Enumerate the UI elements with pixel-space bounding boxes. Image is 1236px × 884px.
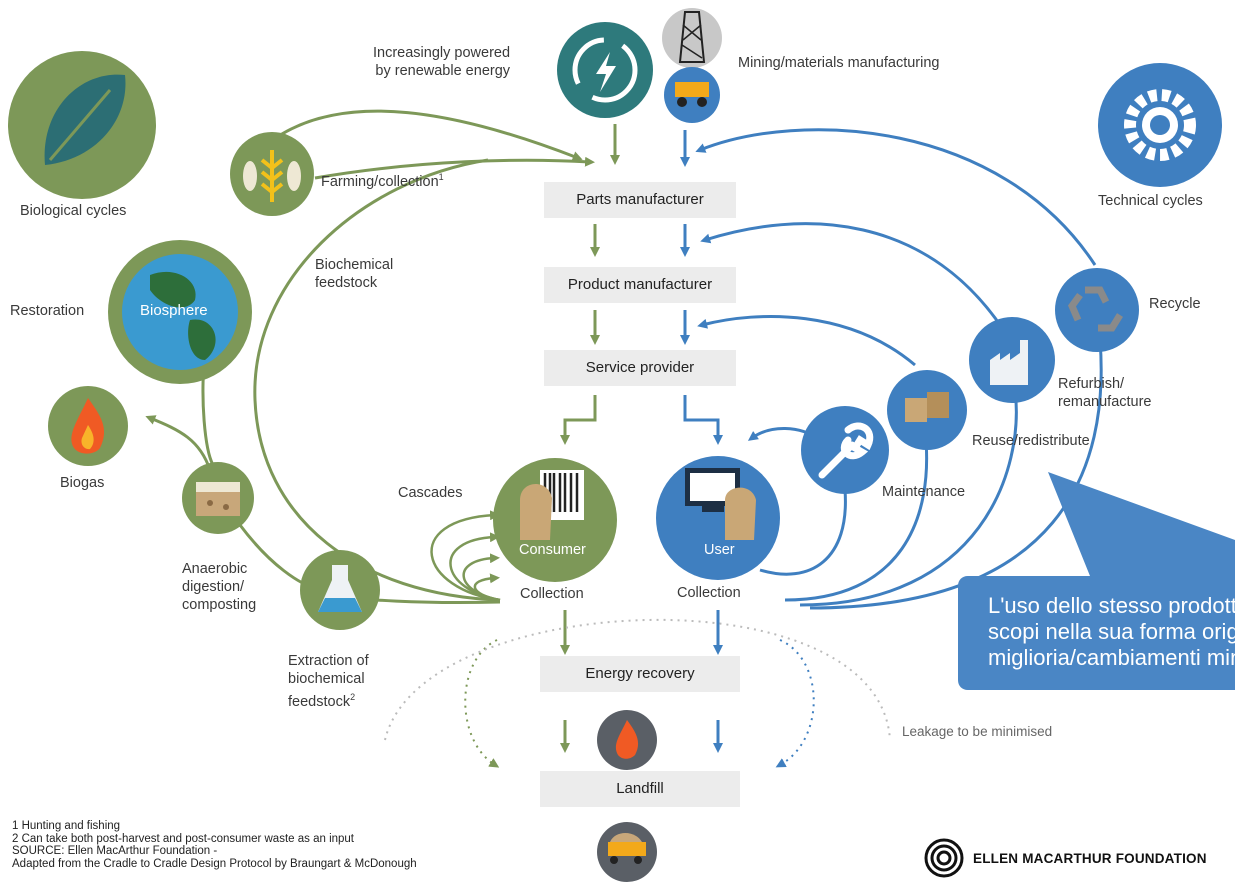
maintenance-label: Maintenance — [882, 484, 966, 500]
tech-arrow-service-user — [683, 395, 723, 445]
landfill-box: Landfill — [540, 771, 740, 807]
biosphere-icon — [108, 240, 252, 384]
tech-arrow-reuse — [697, 315, 916, 367]
maintenance-icon — [801, 406, 889, 494]
bio-arrow-service-consumer — [560, 395, 597, 445]
tech-arrow-refurbish — [700, 222, 1012, 341]
landfill-icon — [597, 822, 657, 882]
reuse-label: Reuse/redistribute — [972, 433, 1090, 449]
extraction-footnote-ref: 2 — [350, 692, 356, 702]
restoration-label: Restoration — [10, 303, 85, 319]
refurbish-icon — [969, 317, 1055, 403]
anaerobic-digestion-icon — [182, 462, 254, 534]
biochemical-feedstock-label: Biochemical feedstock — [315, 257, 394, 291]
parts-manufacturer-box: Parts manufacturer — [544, 182, 736, 218]
biosphere-label: Biosphere — [140, 302, 208, 319]
bio-arrow-farming — [314, 156, 595, 180]
cascades-label: Cascades — [398, 485, 463, 501]
biological-cycles-label: Biological cycles — [20, 203, 127, 219]
service-provider-box: Service provider — [544, 350, 736, 386]
anaerobic-label: Anaerobic digestion/ composting — [182, 561, 257, 613]
callout-text: L'uso dello stesso prodotto per altri sc… — [988, 593, 1236, 670]
leakage-right — [775, 639, 815, 768]
consumer-label: Consumer — [519, 542, 586, 558]
user-icon — [656, 456, 780, 580]
extraction-icon — [300, 550, 380, 630]
ellen-macarthur-logo — [924, 838, 964, 878]
cascade-1 — [430, 510, 501, 602]
collection-left-label: Collection — [520, 586, 584, 602]
tech-loop-reuse — [784, 429, 929, 602]
mining-label: Mining/materials manufacturing — [738, 55, 940, 71]
recycle-label: Recycle — [1149, 296, 1201, 312]
callout-bubble — [958, 472, 1235, 690]
footnotes: 1 Hunting and fishing 2 Can take both po… — [12, 820, 417, 870]
leakage-label: Leakage to be minimised — [902, 724, 1053, 739]
foundation-name: ELLEN MACARTHUR FOUNDATION — [973, 851, 1207, 866]
extraction-label: Extraction of biochemical feedstock2 — [288, 653, 369, 710]
product-manufacturer-box: Product manufacturer — [544, 267, 736, 303]
farming-label: Farming/collection1 — [321, 172, 444, 190]
refurbish-label: Refurbish/ remanufacture — [1058, 376, 1152, 410]
renewable-energy-label: Increasingly powered by renewable energy — [373, 45, 511, 79]
collection-right-label: Collection — [677, 585, 741, 601]
energy-recovery-box: Energy recovery — [540, 656, 740, 692]
mining-icon — [662, 8, 722, 123]
bio-feedstock-loop — [253, 158, 501, 602]
energy-recovery-icon — [597, 710, 657, 770]
tech-loop-refurbish — [799, 389, 1018, 607]
tech-loop-maintenance — [759, 489, 847, 576]
renewable-energy-icon — [557, 22, 653, 118]
cascade-4 — [473, 573, 501, 602]
reuse-icon — [887, 370, 967, 450]
tech-loop-recycle — [809, 339, 1103, 610]
technical-cycles-label: Technical cycles — [1098, 193, 1203, 209]
technical-cycles-icon — [1098, 63, 1222, 187]
consumer-icon — [493, 458, 617, 582]
farming-icon — [230, 132, 314, 216]
bio-arrow-biogas — [145, 415, 212, 471]
user-label: User — [704, 542, 735, 558]
tech-arrow-recycle-top — [695, 128, 1097, 266]
biogas-icon — [48, 386, 128, 466]
farming-footnote-ref: 1 — [438, 172, 444, 182]
recycle-icon — [1055, 268, 1139, 352]
biological-cycles-icon — [8, 51, 156, 199]
bio-arrow-outer — [250, 109, 583, 161]
biogas-label: Biogas — [60, 475, 105, 491]
leakage-left — [464, 639, 500, 768]
